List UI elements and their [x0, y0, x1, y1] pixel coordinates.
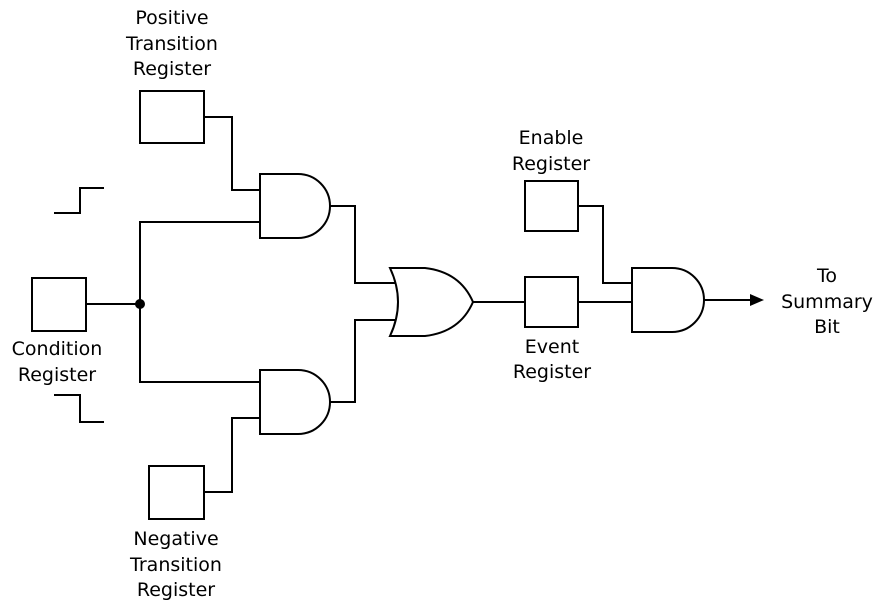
label-positive-transition-line1: Positive — [135, 7, 208, 29]
label-condition-line2: Register — [18, 364, 96, 386]
wire-ntr-to-and — [203, 417, 261, 493]
wire-junction-to-bottom-and — [139, 303, 261, 383]
label-condition-line1: Condition — [12, 338, 103, 360]
label-event-line1: Event — [525, 336, 579, 358]
label-negative-transition-line1: Negative — [133, 528, 218, 550]
label-positive-transition-line3: Register — [133, 58, 211, 80]
falling-edge-symbol — [54, 394, 104, 423]
label-enable-line2: Register — [512, 153, 590, 175]
label-summary-line2: Summary — [781, 291, 873, 313]
and-gate-negative — [259, 369, 331, 435]
wire-and2-to-or — [329, 319, 397, 403]
wire-and1-to-or — [329, 205, 397, 284]
condition-register-box — [31, 277, 87, 332]
output-arrowhead — [750, 294, 764, 306]
junction-dot — [135, 299, 145, 309]
label-summary-line3: Bit — [814, 316, 840, 338]
positive-transition-register-box — [139, 90, 205, 144]
and-gate-positive — [259, 173, 331, 239]
label-positive-transition-line2: Transition — [125, 33, 218, 55]
negative-transition-register-box — [148, 465, 205, 520]
wire-enable-to-and — [577, 205, 633, 284]
enable-register-box — [524, 180, 579, 232]
label-enable-line1: Enable — [519, 127, 584, 149]
event-register-box — [524, 276, 579, 328]
or-gate — [388, 267, 475, 337]
wire-junction-to-top-and — [139, 221, 261, 305]
wire-ptr-to-and — [203, 116, 261, 191]
and-gate-enable — [631, 267, 705, 333]
rising-edge-symbol — [54, 187, 104, 214]
label-negative-transition-line3: Register — [137, 579, 215, 601]
label-summary-line1: To — [816, 265, 837, 287]
label-event-line2: Register — [513, 361, 591, 383]
label-negative-transition-line2: Transition — [129, 554, 222, 576]
